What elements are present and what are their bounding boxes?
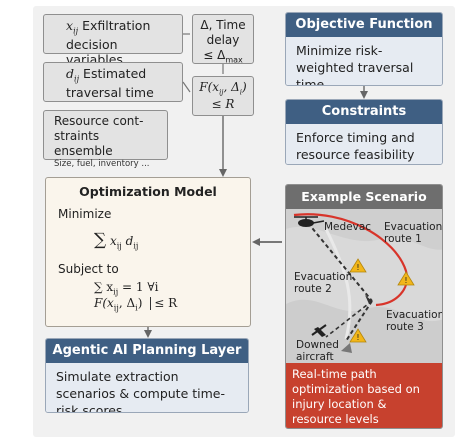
- constraints-body: Enforce timing and resource feasibility: [286, 124, 442, 164]
- warning-icon-1: !: [349, 258, 367, 273]
- c2-sub2: i: [135, 303, 138, 313]
- formula-d: d: [125, 234, 134, 248]
- traversal-sub: ij: [74, 74, 80, 84]
- terrain-marker: [341, 343, 352, 353]
- route-1-line: [293, 213, 409, 307]
- sum-symbol: ∑: [94, 230, 107, 250]
- time-delay-line2: delay: [206, 33, 240, 47]
- constraint-feasibility: F(xij, Δi) ≤ R: [94, 296, 177, 312]
- constraint-sum: ∑ xij = 1 ∀i: [94, 280, 158, 296]
- c2-main: F(x: [94, 296, 114, 310]
- agentic-body: Simulate extraction scenarios & compute …: [46, 363, 248, 412]
- resource-constraints-box: Resource cont- straints ensemble Size, f…: [43, 110, 168, 169]
- example-scenario-box: Example Scenario !: [285, 184, 443, 429]
- route-3-line: [345, 300, 373, 342]
- route-3-label: Evacuation route 3: [386, 309, 443, 334]
- downed-aircraft-icon: [311, 324, 327, 337]
- terrain-bottom: [286, 299, 442, 363]
- traversal-time-box: dij Estimated traversal time: [43, 62, 183, 102]
- warning-icon-2: !: [397, 271, 415, 286]
- svg-text:!: !: [356, 333, 359, 342]
- time-delay-bound: ≤ Δmax: [197, 48, 249, 65]
- terrain-top: [286, 209, 442, 250]
- c2-tail: ≤ R: [154, 296, 178, 310]
- constraints-box: Constraints Enforce timing and resource …: [285, 99, 443, 165]
- formula-x-sub: ij: [116, 241, 122, 251]
- feas-f: F(x: [199, 80, 220, 94]
- c1-main: ∑ x: [94, 280, 114, 294]
- objective-formula: ∑ xij dij: [94, 230, 138, 250]
- c1-rest: = 1 ∀i: [122, 280, 159, 294]
- c2-bar: [150, 297, 152, 310]
- medevac-label: Medevac: [324, 221, 372, 233]
- agentic-title: Agentic AI Planning Layer: [46, 339, 248, 363]
- feas-delta: , Δ: [223, 80, 240, 94]
- downed-aircraft-label: Downed aircraft: [296, 339, 339, 364]
- route-1-label: Evacuation route 1: [384, 221, 443, 246]
- helicopter-icon: [294, 216, 325, 227]
- route-2-line: [307, 222, 373, 302]
- objective-title: Objective Function: [286, 13, 442, 37]
- formula-d-sub: ij: [133, 241, 139, 251]
- scenario-title: Example Scenario: [286, 185, 442, 209]
- svg-text:!: !: [356, 263, 359, 272]
- feas-sub: ij: [219, 88, 224, 97]
- minimize-label: Minimize: [58, 207, 112, 221]
- time-delay-sub: max: [225, 55, 243, 65]
- feasibility-line1: F(xij, Δi): [197, 80, 249, 97]
- feasibility-box: F(xij, Δi) ≤ R: [192, 76, 254, 116]
- objective-body: Minimize risk-weighted traversal time: [286, 37, 442, 85]
- c1-sub: ij: [113, 287, 119, 297]
- resource-line2: straints ensemble: [54, 129, 113, 158]
- resource-line1: Resource cont-: [54, 114, 144, 128]
- svg-text:!: !: [404, 276, 407, 285]
- feas-sub2: i: [239, 88, 243, 97]
- scenario-map: ! ! !: [286, 209, 442, 363]
- route-arrowhead: [365, 295, 372, 304]
- decision-var-sub: ij: [73, 26, 79, 36]
- route-2-label: Evacuation route 2: [294, 271, 353, 296]
- terrain-ridge: [324, 228, 352, 340]
- warning-icon-3: !: [349, 328, 367, 343]
- c2-rest: ): [137, 296, 143, 310]
- c2-sub: ij: [113, 303, 119, 313]
- time-delay-line1: Δ, Time: [200, 18, 246, 32]
- decision-var-symbol: x: [66, 18, 74, 33]
- optimization-model-box: Optimization Model Minimize ∑ xij dij Su…: [45, 177, 251, 327]
- feasibility-line2: ≤ R: [211, 97, 235, 112]
- subject-to-label: Subject to: [58, 262, 119, 276]
- formula-x: x: [109, 234, 117, 248]
- time-delay-box: Δ, Time delay ≤ Δmax: [192, 14, 254, 64]
- c2-mid: , Δ: [118, 296, 136, 310]
- scenario-footer: Real-time path optimization based on inj…: [286, 363, 442, 428]
- agentic-planning-box: Agentic AI Planning Layer Simulate extra…: [45, 338, 249, 413]
- feas-close: ): [242, 80, 247, 94]
- traversal-symbol: d: [66, 66, 75, 81]
- decision-variables-box: xij Exfiltration decision variables: [43, 14, 183, 67]
- time-delay-le: ≤ Δ: [203, 48, 226, 62]
- optimization-title: Optimization Model: [79, 184, 217, 199]
- objective-function-box: Objective Function Minimize risk-weighte…: [285, 12, 443, 86]
- route-branch-line: [325, 300, 373, 338]
- resource-small: Size, fuel, inventory ...: [54, 159, 150, 169]
- constraints-title: Constraints: [286, 100, 442, 124]
- traversal-text: Estimated traversal time: [66, 66, 154, 100]
